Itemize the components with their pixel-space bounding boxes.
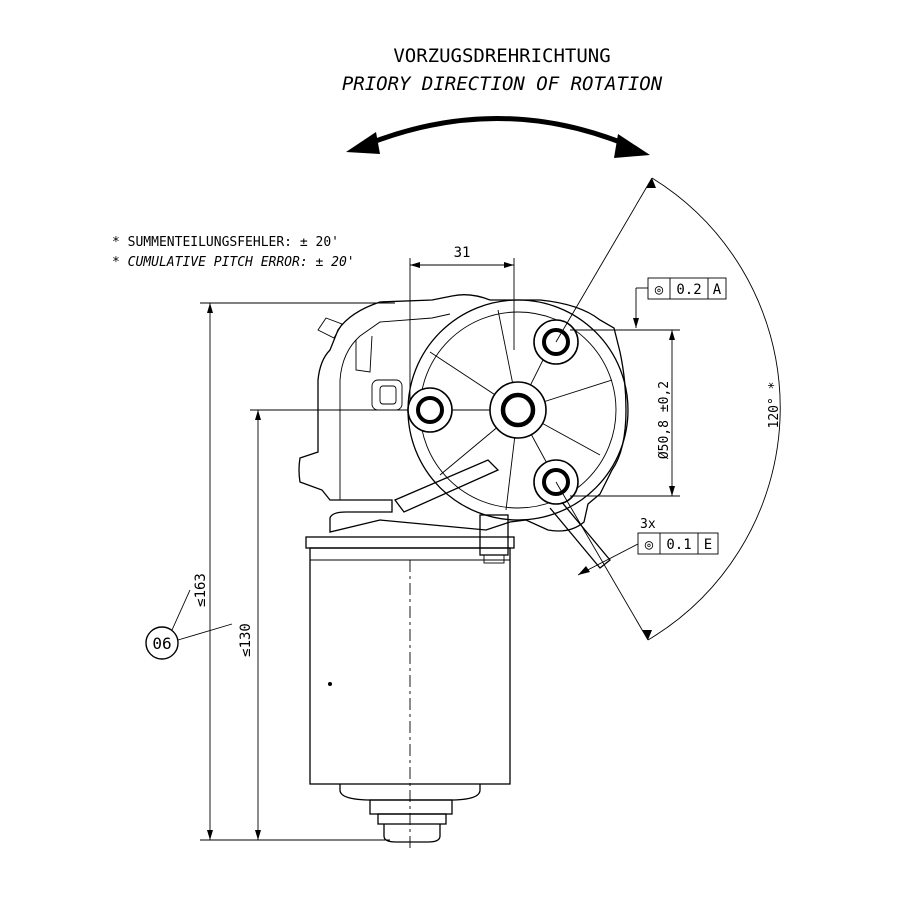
balloon-label: 06 <box>152 634 171 653</box>
motor-housing <box>305 536 515 850</box>
title-english: PRIORY DIRECTION OF ROTATION <box>342 73 663 95</box>
gearbox-housing <box>298 294 629 569</box>
title-german: VORZUGSDREHRICHTUNG <box>393 45 610 67</box>
note-german: * SUMMENTEILUNGSFEHLER: ± 20' <box>112 235 339 250</box>
tolerance-e-prefix: 3x <box>640 517 656 532</box>
tolerance-e-value: 0.1 <box>666 537 691 553</box>
dimension-163-label: ≤163 <box>193 573 209 607</box>
tolerance-frame-a: ◎ 0.2 A <box>633 277 727 328</box>
dimension-31: 31 <box>409 245 515 420</box>
tolerance-frame-e: 3x ◎ 0.1 E <box>577 517 719 576</box>
mounting-boss-left <box>407 387 453 433</box>
bolt-circle-label: Ø50,8 ±0,2 <box>657 381 672 459</box>
tolerance-e-datum: E <box>704 537 712 553</box>
dimension-overall-height: ≤163 <box>193 302 395 841</box>
concentricity-symbol-icon: ◎ <box>655 282 664 298</box>
dimension-bolt-circle: Ø50,8 ±0,2 <box>570 329 680 497</box>
concentricity-symbol-icon: ◎ <box>645 537 654 553</box>
dimension-angle: 120° * <box>555 177 782 641</box>
output-shaft <box>489 381 547 439</box>
tolerance-a-datum: A <box>713 282 722 298</box>
note-english: * CUMULATIVE PITCH ERROR: ± 20' <box>112 255 355 270</box>
dimension-130-label: ≤130 <box>238 623 254 657</box>
angle-label: 120° * <box>767 382 782 429</box>
tolerance-a-value: 0.2 <box>676 282 701 298</box>
dimension-body-height: ≤130 <box>238 409 510 840</box>
item-balloon: 06 <box>145 589 233 660</box>
rotation-arrow-icon <box>346 116 650 158</box>
dimension-31-label: 31 <box>454 245 471 261</box>
